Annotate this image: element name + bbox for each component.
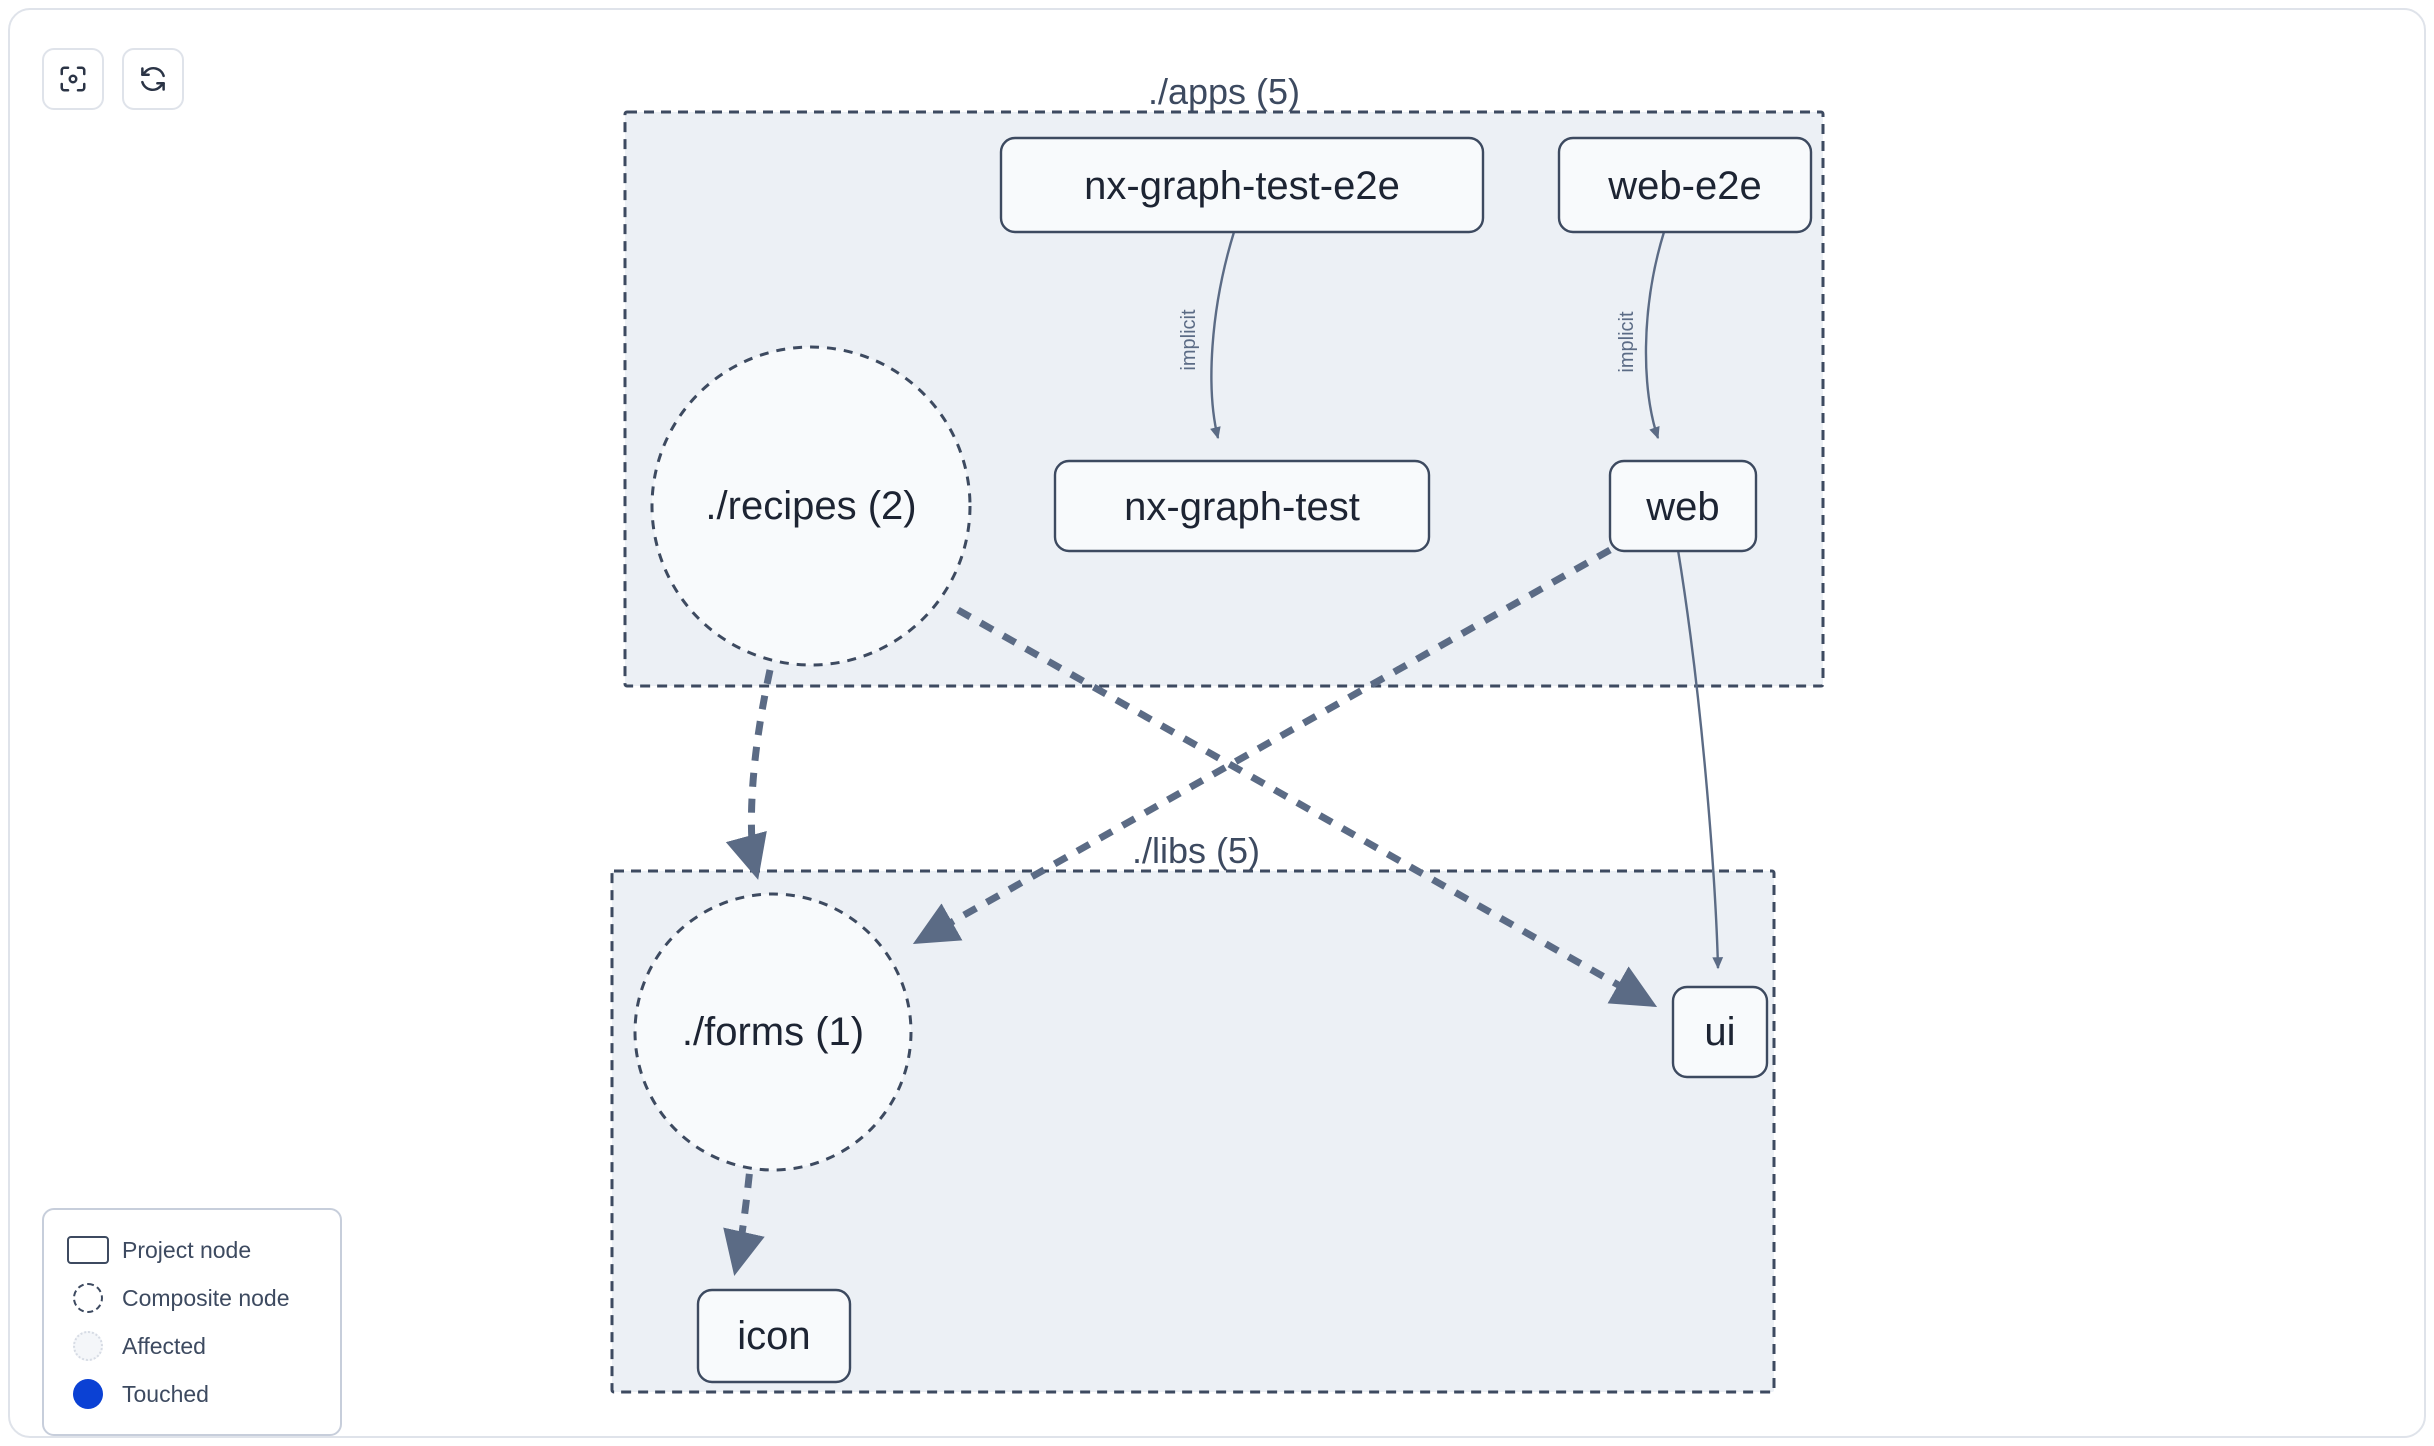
focus-graph-button[interactable] xyxy=(42,48,104,110)
node-icon-label: icon xyxy=(737,1314,810,1358)
node-forms-circle[interactable] xyxy=(633,892,913,1172)
node-nx-graph-test[interactable]: nx-graph-test xyxy=(1053,459,1431,553)
node-web-e2e-rect[interactable] xyxy=(1557,136,1813,234)
node-web-e2e[interactable]: web-e2e xyxy=(1557,136,1813,234)
refresh-graph-button[interactable] xyxy=(122,48,184,110)
node-icon-rect[interactable] xyxy=(696,1288,852,1384)
node-ui[interactable]: ui xyxy=(1671,985,1769,1079)
edge-label-implicit-2: implicit xyxy=(1616,311,1638,373)
node-recipes-label: ./recipes (2) xyxy=(705,484,916,528)
node-nx-graph-test-label: nx-graph-test xyxy=(1124,485,1360,529)
node-nx-graph-test-e2e-rect[interactable] xyxy=(999,136,1485,234)
legend-item-composite-node: Composite node xyxy=(62,1274,322,1322)
graph-svg[interactable]: ./apps (5) ./libs (5) implicit implicit xyxy=(10,10,2426,1438)
node-web-rect[interactable] xyxy=(1608,459,1758,553)
graph-toolbar xyxy=(42,48,184,110)
affected-swatch-icon xyxy=(62,1331,114,1361)
legend-label-composite-node: Composite node xyxy=(122,1284,290,1311)
node-forms-composite[interactable]: ./forms (1) xyxy=(633,892,913,1172)
node-forms-label: ./forms (1) xyxy=(682,1010,864,1054)
focus-target-icon xyxy=(58,64,88,94)
node-web-e2e-label: web-e2e xyxy=(1607,164,1761,208)
project-node-swatch-icon xyxy=(62,1236,114,1264)
composite-node-swatch-icon xyxy=(62,1283,114,1313)
legend-item-affected: Affected xyxy=(62,1322,322,1370)
edge-forms-to-icon xyxy=(723,1147,765,1276)
edge-label-implicit-1: implicit xyxy=(1178,309,1200,371)
legend-item-project-node: Project node xyxy=(62,1226,322,1274)
node-recipes-composite[interactable]: ./recipes (2) xyxy=(650,345,972,667)
node-nx-graph-test-rect[interactable] xyxy=(1053,459,1431,553)
node-web[interactable]: web xyxy=(1608,459,1758,553)
node-nx-graph-test-e2e-label: nx-graph-test-e2e xyxy=(1084,164,1400,208)
edge-nx-graph-test-e2e-to-nx-graph-test: implicit xyxy=(1178,231,1236,440)
legend-label-touched: Touched xyxy=(122,1380,209,1407)
legend-label-affected: Affected xyxy=(122,1332,206,1359)
group-apps-label: ./apps (5) xyxy=(1148,71,1300,112)
edge-recipes-to-ui xyxy=(956,606,1658,1008)
legend-item-touched: Touched xyxy=(62,1370,322,1418)
graph-legend: Project node Composite node Affected Tou… xyxy=(42,1208,342,1436)
edge-recipes-to-forms xyxy=(725,669,774,880)
node-web-label: web xyxy=(1645,485,1719,529)
group-libs-label: ./libs (5) xyxy=(1132,830,1260,871)
node-ui-label: ui xyxy=(1704,1010,1735,1054)
node-ui-rect[interactable] xyxy=(1671,985,1769,1079)
edge-web-e2e-to-web: implicit xyxy=(1616,231,1666,440)
node-nx-graph-test-e2e[interactable]: nx-graph-test-e2e xyxy=(999,136,1485,234)
edge-web-to-ui xyxy=(1676,549,1724,970)
refresh-icon xyxy=(138,64,168,94)
touched-swatch-icon xyxy=(62,1379,114,1409)
graph-canvas-panel[interactable]: ./apps (5) ./libs (5) implicit implicit xyxy=(8,8,2426,1438)
node-icon[interactable]: icon xyxy=(696,1288,852,1384)
node-recipes-circle[interactable] xyxy=(650,345,972,667)
legend-label-project-node: Project node xyxy=(122,1236,252,1263)
edge-web-to-forms xyxy=(912,546,1612,945)
